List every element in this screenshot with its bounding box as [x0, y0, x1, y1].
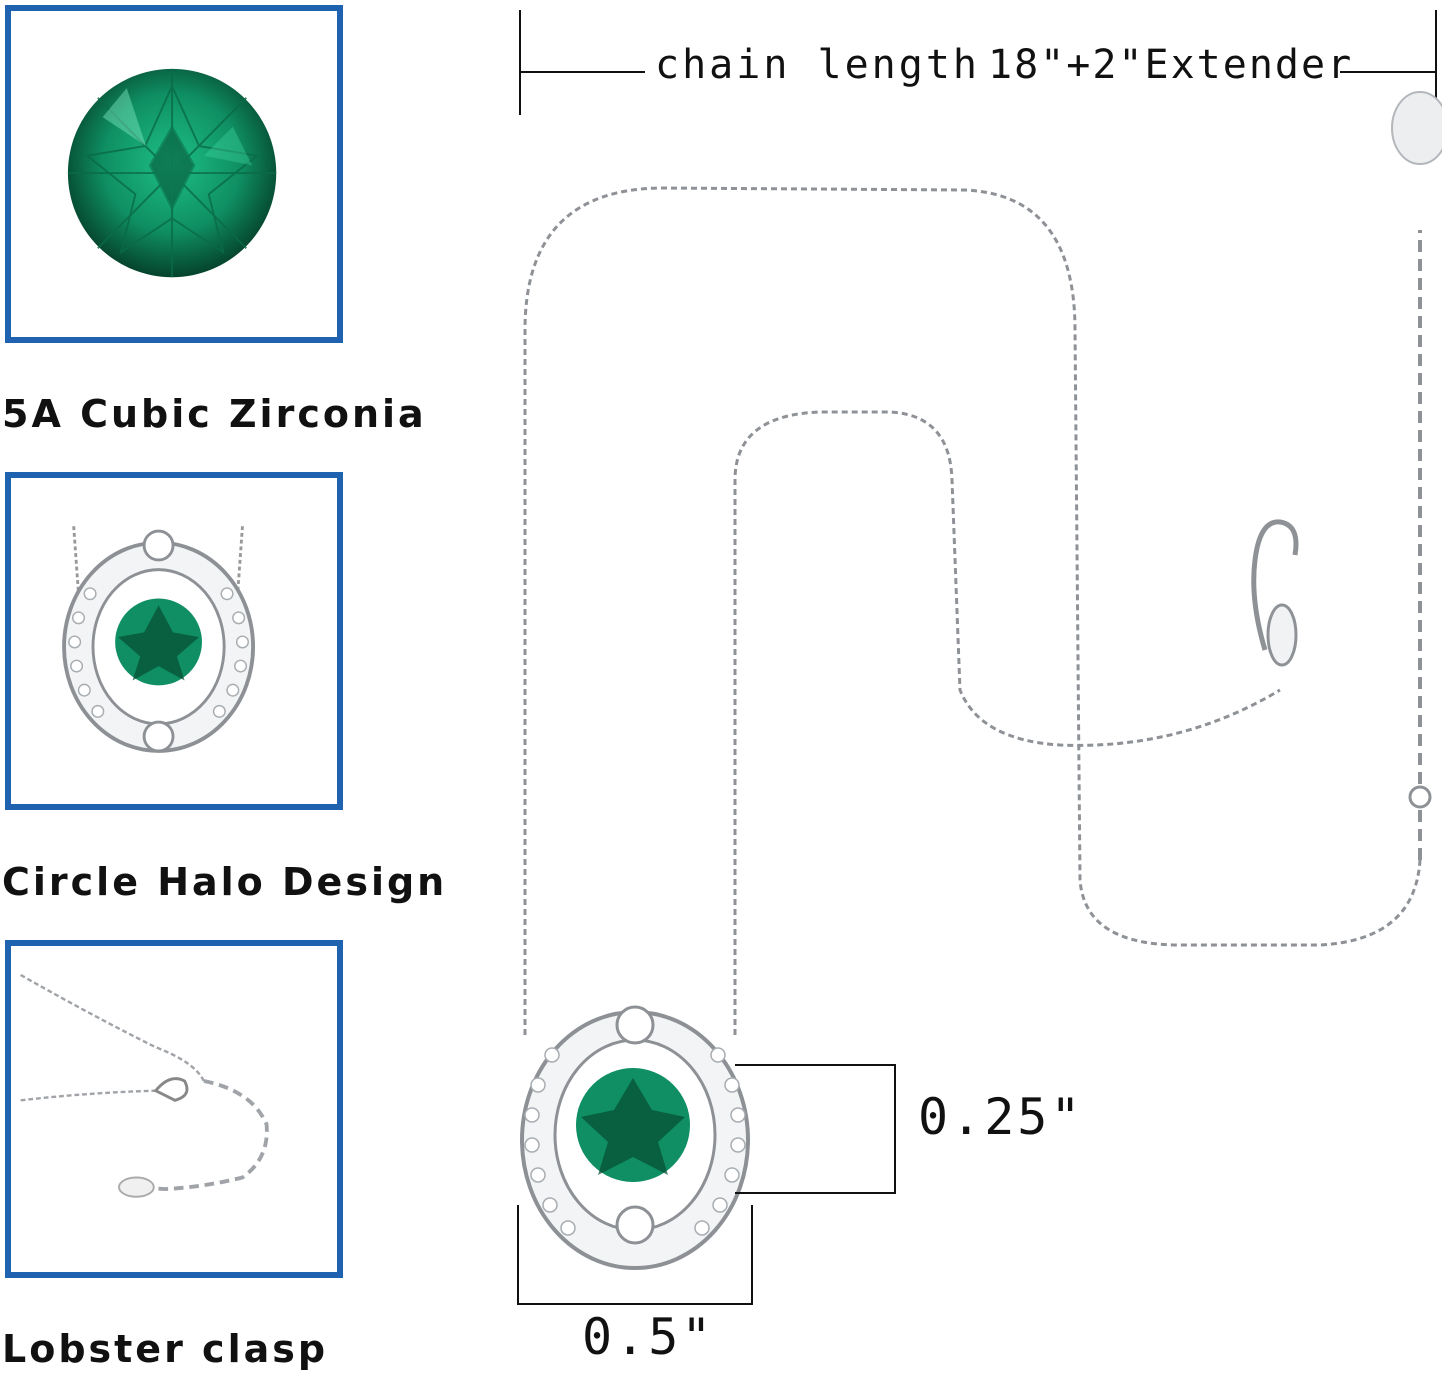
feature-panel-halo [5, 472, 343, 810]
feature-caption-clasp: Lobster clasp [2, 1327, 329, 1371]
chain-length-value: 18"+2"Extender [988, 42, 1354, 88]
necklace-illustration [517, 10, 1442, 1305]
chain-length-label: chain length [655, 42, 980, 88]
pendant-width-label: 0.5" [582, 1308, 715, 1366]
pendant-height-label: 0.25" [918, 1088, 1084, 1146]
feature-caption-halo: Circle Halo Design [2, 860, 448, 904]
feature-panel-gemstone [5, 5, 343, 343]
feature-caption-gemstone: 5A Cubic Zirconia [2, 392, 427, 436]
feature-panel-clasp [5, 940, 343, 1278]
lobster-clasp-icon [20, 973, 269, 1198]
green-gemstone-icon [67, 68, 277, 278]
halo-pendant-icon [62, 526, 256, 753]
